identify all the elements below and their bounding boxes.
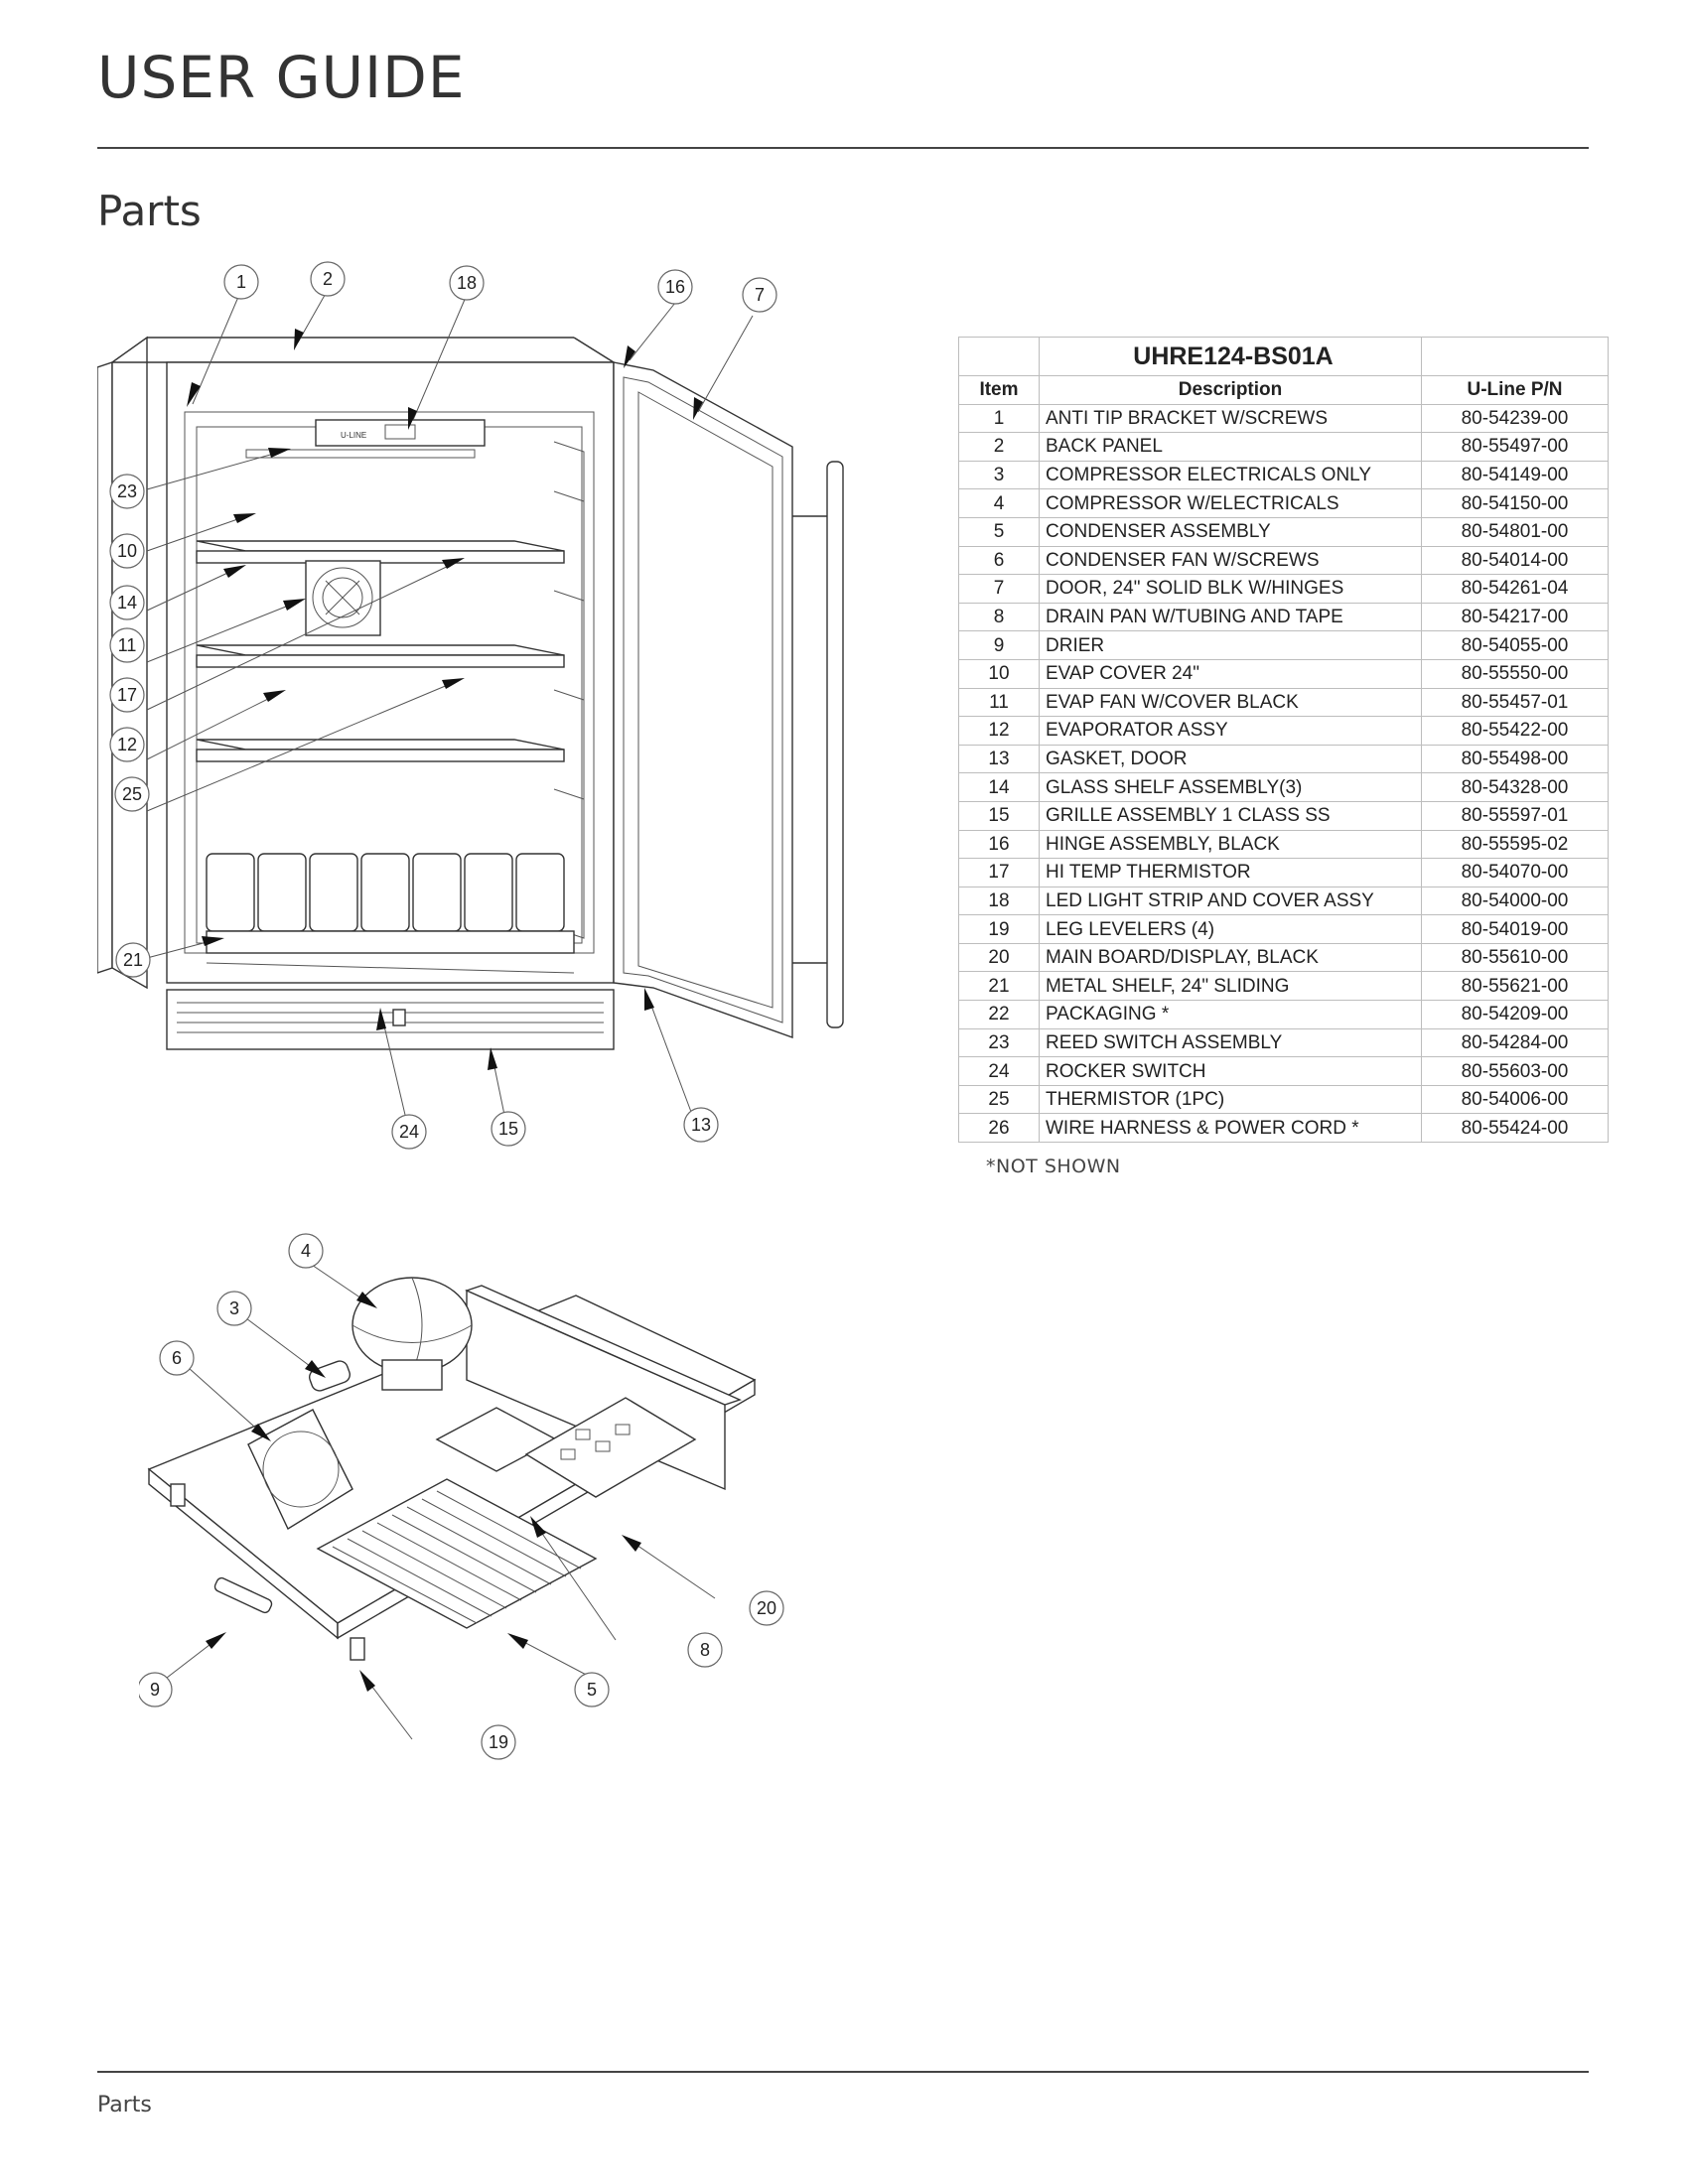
footer-divider — [97, 2071, 1589, 2073]
callout-2: 2 — [310, 261, 346, 297]
svg-text:16: 16 — [665, 277, 685, 297]
svg-text:12: 12 — [117, 735, 137, 754]
svg-text:9: 9 — [150, 1680, 160, 1700]
callout-20: 20 — [749, 1590, 784, 1626]
cabinet-illustration: U-LINE — [97, 336, 844, 1050]
callout-3: 3 — [216, 1291, 252, 1326]
callout-11: 11 — [109, 627, 145, 663]
svg-text:21: 21 — [123, 950, 143, 970]
callout-6: 6 — [159, 1340, 195, 1376]
machine-compartment-diagram: 4 3 6 20 8 9 5 19 — [139, 1233, 784, 1760]
header-divider — [97, 147, 1589, 149]
section-title: Parts — [97, 187, 202, 235]
parts-table: UHRE124-BS01A Item Description U-Line P/… — [958, 337, 1609, 1144]
callout-4: 4 — [288, 1233, 324, 1269]
column-header-description: Description — [1039, 375, 1422, 405]
callout-5: 5 — [574, 1672, 610, 1707]
svg-text:25: 25 — [122, 784, 142, 804]
callout-18: 18 — [449, 265, 485, 301]
callout-1: 1 — [223, 264, 259, 300]
footer-section-label: Parts — [97, 2093, 152, 2117]
callout-7: 7 — [742, 277, 777, 313]
callout-10: 10 — [109, 533, 145, 569]
svg-text:1: 1 — [236, 272, 246, 292]
svg-text:15: 15 — [498, 1119, 518, 1139]
callout-19: 19 — [481, 1724, 516, 1760]
model-number: UHRE124-BS01A — [1039, 337, 1422, 376]
panel-brand-label: U-LINE — [341, 431, 366, 440]
callout-15: 15 — [491, 1111, 526, 1147]
callout-23: 23 — [109, 474, 145, 509]
page-header-title: USER GUIDE — [97, 44, 466, 111]
svg-text:4: 4 — [301, 1241, 311, 1261]
callout-17: 17 — [109, 677, 145, 713]
callout-24: 24 — [391, 1114, 427, 1150]
svg-text:20: 20 — [757, 1598, 776, 1618]
svg-text:8: 8 — [700, 1640, 710, 1660]
svg-text:24: 24 — [399, 1122, 419, 1142]
beverage-cans — [206, 853, 565, 932]
lower-leader-lines — [166, 1260, 716, 1740]
svg-text:18: 18 — [457, 273, 477, 293]
compartment-illustration — [147, 1277, 757, 1661]
callout-13: 13 — [683, 1107, 719, 1143]
svg-text:14: 14 — [117, 593, 137, 613]
callout-16: 16 — [657, 269, 693, 305]
refrigerator-diagram: U-LINE — [97, 261, 844, 1150]
column-header-item: Item — [958, 375, 1040, 405]
svg-text:7: 7 — [755, 285, 765, 305]
svg-text:17: 17 — [117, 685, 137, 705]
callout-12: 12 — [109, 727, 145, 762]
column-header-part-number: U-Line P/N — [1421, 375, 1609, 405]
callout-21: 21 — [115, 942, 151, 978]
upper-leader-lines — [146, 289, 754, 1116]
callout-8: 8 — [687, 1632, 723, 1668]
svg-text:6: 6 — [172, 1348, 182, 1368]
svg-text:10: 10 — [117, 541, 137, 561]
svg-text:13: 13 — [691, 1115, 711, 1135]
table-footnote: *NOT SHOWN — [986, 1156, 1121, 1177]
callout-9: 9 — [139, 1672, 173, 1707]
svg-text:11: 11 — [118, 635, 137, 655]
callout-14: 14 — [109, 585, 145, 620]
svg-text:3: 3 — [229, 1298, 239, 1318]
svg-text:19: 19 — [489, 1732, 508, 1752]
svg-text:2: 2 — [323, 269, 333, 289]
svg-text:5: 5 — [587, 1680, 597, 1700]
svg-text:23: 23 — [117, 481, 137, 501]
callout-25: 25 — [114, 776, 150, 812]
